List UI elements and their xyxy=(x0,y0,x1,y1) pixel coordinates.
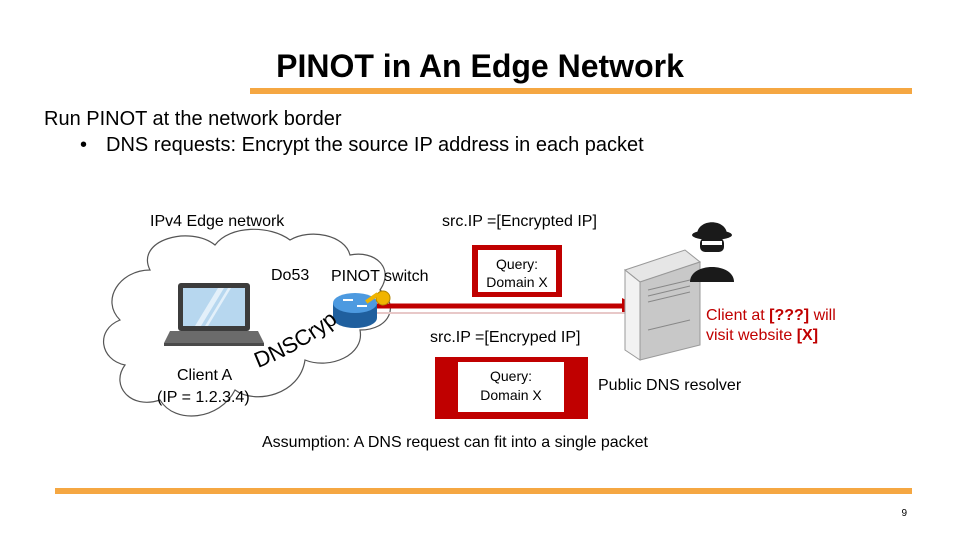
spy-icon xyxy=(690,222,734,282)
assumption-label: Assumption: A DNS request can fit into a… xyxy=(262,434,648,451)
title-underline xyxy=(250,88,912,94)
query-bottom-line2: Domain X xyxy=(480,387,542,403)
laptop-icon xyxy=(164,283,264,346)
page-number: 9 xyxy=(901,508,907,519)
do53-label: Do53 xyxy=(271,267,310,284)
query-top: Query: Domain X xyxy=(478,255,556,291)
footer-rule xyxy=(55,488,912,494)
server-icon xyxy=(623,249,702,361)
slide-title: PINOT in An Edge Network xyxy=(276,48,684,84)
edge-network-label: IPv4 Edge network xyxy=(150,213,285,230)
attacker-note-l2-bold: [X] xyxy=(796,327,819,344)
attacker-note-l1-pre: Client at xyxy=(706,307,770,324)
bullet-marker: • xyxy=(80,134,88,156)
pinot-switch-label: PINOT switch xyxy=(331,268,429,285)
client-name: Client A xyxy=(177,367,233,384)
bullet-main: Run PINOT at the network border xyxy=(44,108,342,130)
resolver-label: Public DNS resolver xyxy=(598,377,742,394)
attacker-note: Client at [???] will visit website [X] xyxy=(706,306,836,346)
query-bottom: Query: Domain X xyxy=(458,367,564,405)
query-top-line1: Query: xyxy=(495,256,538,272)
src-ip-encrypted-label: src.IP =[Encrypted IP] xyxy=(442,213,597,230)
query-top-line2: Domain X xyxy=(486,274,548,290)
query-bottom-line1: Query: xyxy=(489,368,532,384)
switch-icon xyxy=(333,293,377,328)
bullet-sub: • DNS requests: Encrypt the source IP add… xyxy=(80,134,644,157)
client-ip: (IP = 1.2.3.4) xyxy=(157,389,250,406)
attacker-note-l2-pre: visit website xyxy=(706,327,797,344)
attacker-note-l1-post: will xyxy=(809,307,836,324)
key-icon xyxy=(365,290,391,306)
attacker-note-l1-bold: [???] xyxy=(769,307,810,324)
src-ip-encryped-label: src.IP =[Encryped IP] xyxy=(430,329,581,346)
bullet-sub-text: DNS requests: Encrypt the source IP addr… xyxy=(106,134,644,156)
